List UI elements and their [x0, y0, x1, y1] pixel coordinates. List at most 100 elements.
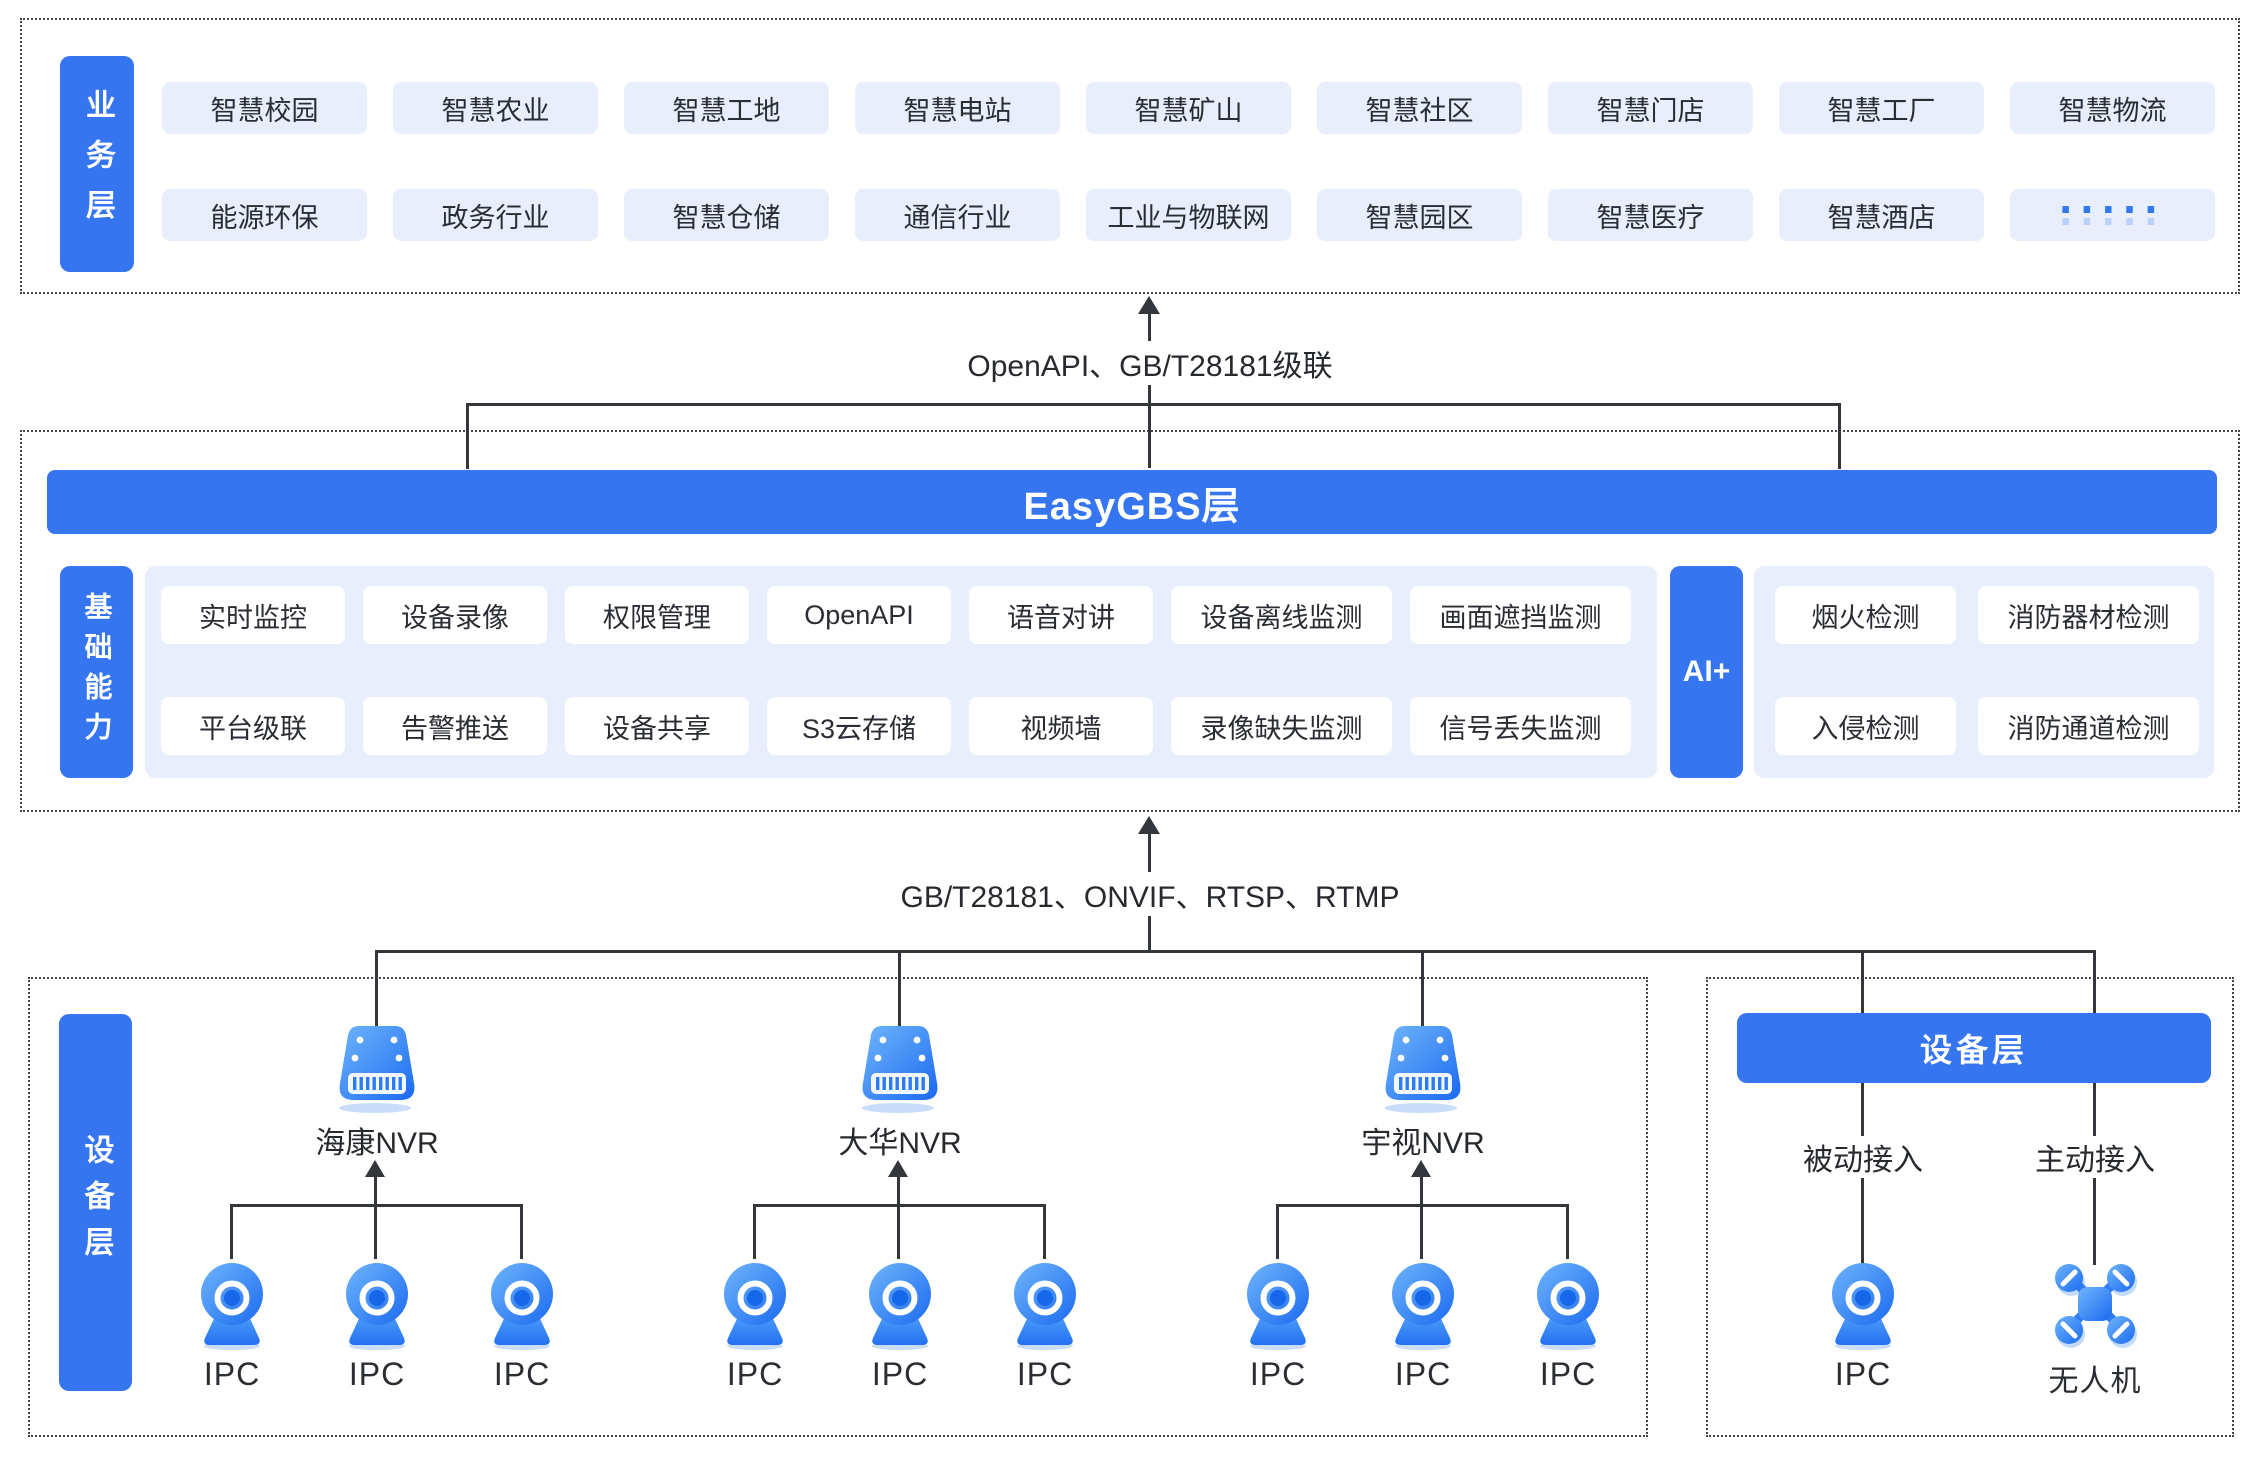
connector-line: [897, 1176, 900, 1207]
connector-line: [375, 950, 2096, 953]
connector-line: [375, 950, 378, 1026]
capability-chip: OpenAPI: [767, 586, 951, 644]
nvr-icon: [339, 1026, 415, 1113]
capability-chip: 实时监控: [161, 586, 345, 644]
ipc-label: IPC: [493, 1356, 551, 1392]
connector-line: [374, 1176, 377, 1207]
nvr-group: 海康NVR IPC IPC: [187, 1020, 567, 1400]
easygbs-banner: EasyGBS层: [47, 470, 2217, 534]
connector-line: [466, 403, 469, 469]
connector-line: [467, 403, 1841, 406]
ipc-label: IPC: [1394, 1356, 1452, 1392]
device-layer-label: 设备层: [59, 1014, 132, 1391]
capability-chip: 画面遮挡监测: [1410, 586, 1631, 644]
nvr-name: 大华NVR: [838, 1127, 962, 1160]
business-chip: 智慧工厂: [1779, 82, 1984, 134]
connector-line: [1043, 1206, 1046, 1259]
access-panel-section: [1706, 977, 2234, 1437]
capability-chip-row-1: 实时监控 设备录像 权限管理 OpenAPI 语音对讲 设备离线监测 画面遮挡监…: [161, 586, 1631, 644]
business-layer-section: 业务层 智慧校园 智慧农业 智慧工地 智慧电站 智慧矿山 智慧社区 智慧门店 智…: [20, 18, 2240, 294]
ipc-camera-icon: [346, 1263, 408, 1350]
ipc-label: IPC: [1249, 1356, 1307, 1392]
capability-chip: 设备录像: [363, 586, 547, 644]
access-panel-banner: 设备层: [1737, 1013, 2211, 1083]
easygbs-layer-section: EasyGBS层 基础能力 实时监控 设备录像 权限管理 OpenAPI 语音对…: [20, 430, 2240, 812]
capability-chip: S3云存储: [767, 697, 951, 755]
capability-chip: 设备离线监测: [1171, 586, 1392, 644]
business-chip-more: ·····: [2010, 186, 2215, 241]
arrow-up-icon: [1138, 816, 1160, 834]
capability-chip-row-2: 平台级联 告警推送 设备共享 S3云存储 视频墙 录像缺失监测 信号丢失监测: [161, 697, 1631, 755]
business-chip: 智慧农业: [393, 82, 598, 134]
business-chip: 智慧校园: [162, 82, 367, 134]
ipc-label: IPC: [1834, 1356, 1892, 1392]
business-chip: 智慧仓储: [624, 189, 829, 241]
drone-icon: [2055, 1264, 2137, 1348]
business-chip: 智慧社区: [1317, 82, 1522, 134]
ai-chip: 消防器材检测: [1978, 586, 2199, 644]
active-device-unit: 无人机: [2035, 1258, 2155, 1400]
connector-line: [1861, 950, 1864, 1265]
ipc-unit: IPC: [477, 1258, 567, 1393]
arrow-up-icon: [888, 1160, 908, 1177]
bottom-protocol-label: GB/T28181、ONVIF、RTSP、RTMP: [750, 872, 1550, 916]
capability-chip: 告警推送: [363, 697, 547, 755]
business-chip: 智慧矿山: [1086, 82, 1291, 134]
arrow-up-icon: [1411, 1160, 1431, 1177]
capability-chip: 语音对讲: [969, 586, 1153, 644]
connector-line: [753, 1204, 1046, 1207]
ipc-label: IPC: [1539, 1356, 1597, 1392]
nvr-icon: [1385, 1026, 1461, 1113]
business-chip: 通信行业: [855, 189, 1060, 241]
capability-chip: 权限管理: [565, 586, 749, 644]
ai-chip-row-1: 烟火检测 消防器材检测: [1775, 586, 2199, 644]
capability-layer-label: 基础能力: [60, 566, 133, 778]
connector-line: [1276, 1206, 1279, 1259]
business-chip: 智慧工地: [624, 82, 829, 134]
nvr-name: 宇视NVR: [1361, 1127, 1485, 1160]
ipc-label: IPC: [726, 1356, 784, 1392]
business-chip: 智慧医疗: [1548, 189, 1753, 241]
business-chip: 智慧物流: [2010, 82, 2215, 134]
ipc-unit: IPC: [855, 1258, 945, 1393]
arrow-up-icon: [1138, 296, 1160, 314]
ipc-camera-icon: [201, 1263, 263, 1350]
business-chip: 能源环保: [162, 189, 367, 241]
nvr-group: 宇视NVR IPC IPC: [1233, 1020, 1613, 1400]
active-access-label: 主动接入: [1985, 1136, 2205, 1178]
ipc-camera-icon: [1832, 1263, 1894, 1350]
connector-line: [898, 950, 901, 1026]
connector-line: [520, 1206, 523, 1259]
connector-line: [897, 1206, 900, 1259]
business-chip: 智慧电站: [855, 82, 1060, 134]
capability-chip: 信号丢失监测: [1410, 697, 1631, 755]
business-chip: 政务行业: [393, 189, 598, 241]
connector-line: [1276, 1204, 1569, 1207]
passive-access-label: 被动接入: [1753, 1136, 1973, 1178]
ipc-unit: IPC: [1233, 1258, 1323, 1393]
ipc-camera-icon: [491, 1263, 553, 1350]
capability-chip: 视频墙: [969, 697, 1153, 755]
connector-line: [1566, 1206, 1569, 1259]
capability-chip: 平台级联: [161, 697, 345, 755]
ipc-unit: IPC: [1378, 1258, 1468, 1393]
business-layer-label: 业务层: [60, 56, 134, 272]
ipc-label: IPC: [871, 1356, 929, 1392]
connector-line: [230, 1206, 233, 1259]
arrow-up-icon: [365, 1160, 385, 1177]
nvr-icon: [862, 1026, 938, 1113]
ai-chip: 入侵检测: [1775, 697, 1956, 755]
ipc-camera-icon: [1014, 1263, 1076, 1350]
business-chip-row-2: 能源环保 政务行业 智慧仓储 通信行业 工业与物联网 智慧园区 智慧医疗 智慧酒…: [162, 186, 2215, 241]
ipc-camera-icon: [1392, 1263, 1454, 1350]
business-chip: 智慧酒店: [1779, 189, 1984, 241]
drone-label: 无人机: [2048, 1365, 2142, 1398]
connector-line: [1420, 1206, 1423, 1259]
ipc-unit: IPC: [332, 1258, 422, 1393]
ipc-unit: IPC: [710, 1258, 800, 1393]
ipc-camera-icon: [1537, 1263, 1599, 1350]
ipc-unit: IPC: [1000, 1258, 1090, 1393]
ai-chip: 烟火检测: [1775, 586, 1956, 644]
ipc-label: IPC: [348, 1356, 406, 1392]
